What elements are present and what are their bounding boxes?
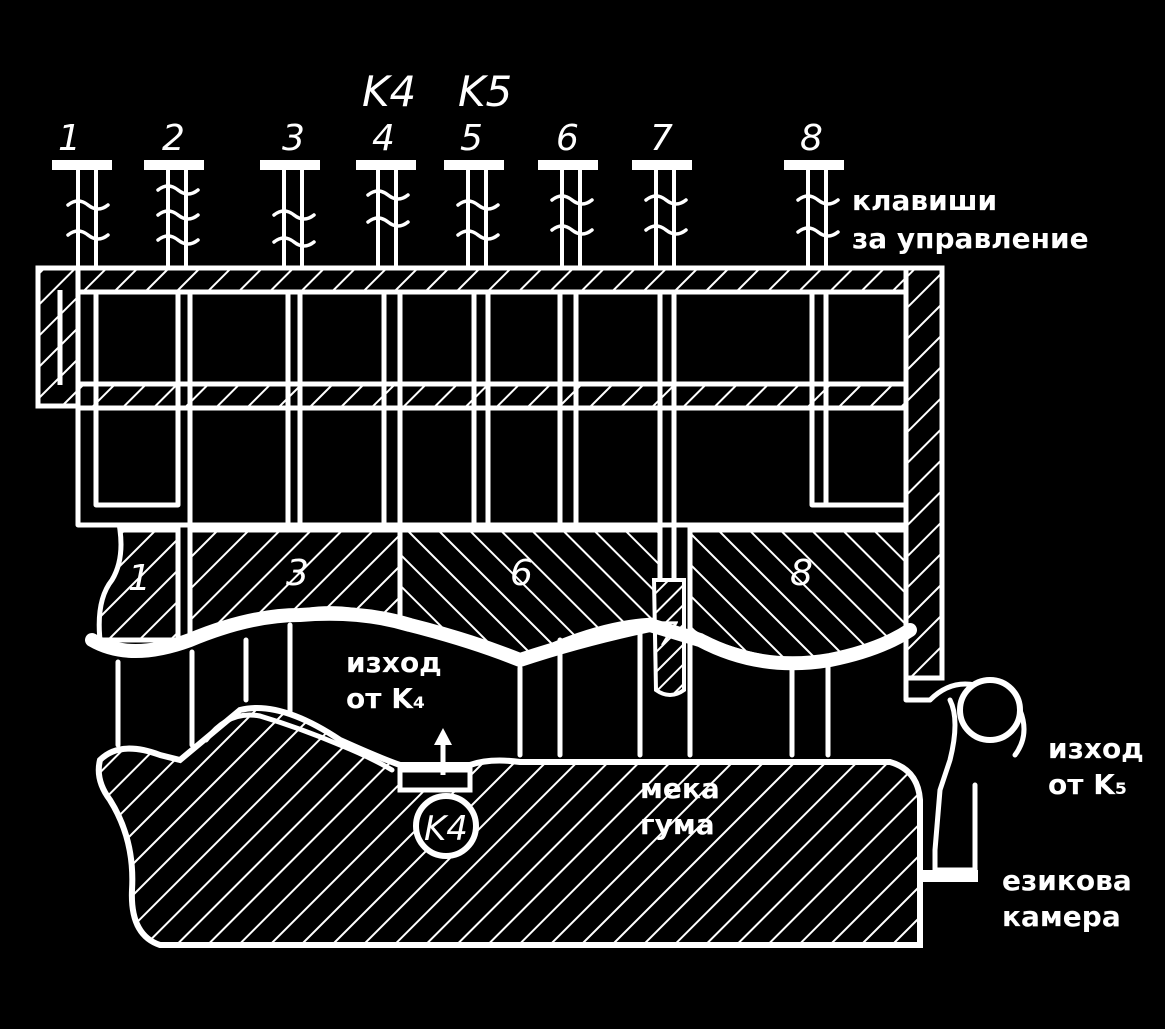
control-key-1[interactable] bbox=[52, 160, 112, 270]
valve-number-3: 3 bbox=[286, 553, 309, 594]
label-control-keys-line1: клавиши bbox=[852, 184, 997, 217]
soft-rubber-membrane bbox=[85, 606, 917, 671]
label-k4-top: K4 bbox=[362, 67, 416, 116]
control-keys bbox=[52, 160, 844, 270]
key-number-4: 4 bbox=[372, 118, 395, 159]
key-number-3: 3 bbox=[282, 118, 305, 159]
control-key-5[interactable] bbox=[444, 160, 504, 270]
key-number-5: 5 bbox=[460, 118, 483, 159]
label-reed-chamber-line2: камера bbox=[1002, 900, 1121, 933]
valve-number-7: 7 bbox=[658, 615, 679, 653]
label-outlet-k4-line1: изход bbox=[346, 646, 442, 679]
valve-number-8: 8 bbox=[790, 553, 813, 594]
outlet-arrow-icon bbox=[434, 728, 452, 775]
upper-frame bbox=[35, 265, 945, 681]
control-key-3[interactable] bbox=[260, 160, 320, 270]
label-outlet-k5-line1: изход bbox=[1048, 732, 1144, 765]
key-number-2: 2 bbox=[162, 118, 185, 159]
label-control-keys-line2: за управление bbox=[852, 222, 1089, 255]
control-key-7[interactable] bbox=[632, 160, 692, 270]
k4-valve: K4 bbox=[413, 793, 479, 859]
label-k5-top: K5 bbox=[458, 67, 512, 116]
key-number-1: 1 bbox=[58, 118, 81, 159]
control-key-6[interactable] bbox=[538, 160, 598, 270]
key-numbers: 1 2 3 4 5 6 7 8 bbox=[58, 118, 823, 159]
control-key-4[interactable] bbox=[356, 160, 416, 270]
valve-blocks bbox=[96, 527, 909, 697]
key-number-7: 7 bbox=[650, 118, 673, 159]
key-number-6: 6 bbox=[556, 118, 579, 159]
label-soft-rubber-line2: гума bbox=[640, 808, 715, 841]
control-key-2[interactable] bbox=[144, 160, 204, 270]
base-block bbox=[95, 705, 923, 948]
reed-chamber-assembly bbox=[918, 677, 1027, 882]
label-soft-rubber-line1: мека bbox=[640, 772, 720, 805]
k4-valve-label: K4 bbox=[424, 809, 468, 849]
label-outlet-k5-line2: от K₅ bbox=[1048, 768, 1127, 801]
label-outlet-k4-line2: от K₄ bbox=[346, 682, 425, 715]
control-key-8[interactable] bbox=[784, 160, 844, 270]
valve-number-1: 1 bbox=[128, 558, 151, 599]
key-number-8: 8 bbox=[800, 118, 823, 159]
chamber-walls bbox=[115, 622, 933, 758]
label-reed-chamber-line1: езикова bbox=[1002, 864, 1132, 897]
valve-block-6 bbox=[397, 527, 663, 663]
valve-numbers: 1 3 6 7 8 bbox=[128, 553, 813, 653]
valve-number-6: 6 bbox=[510, 553, 533, 594]
